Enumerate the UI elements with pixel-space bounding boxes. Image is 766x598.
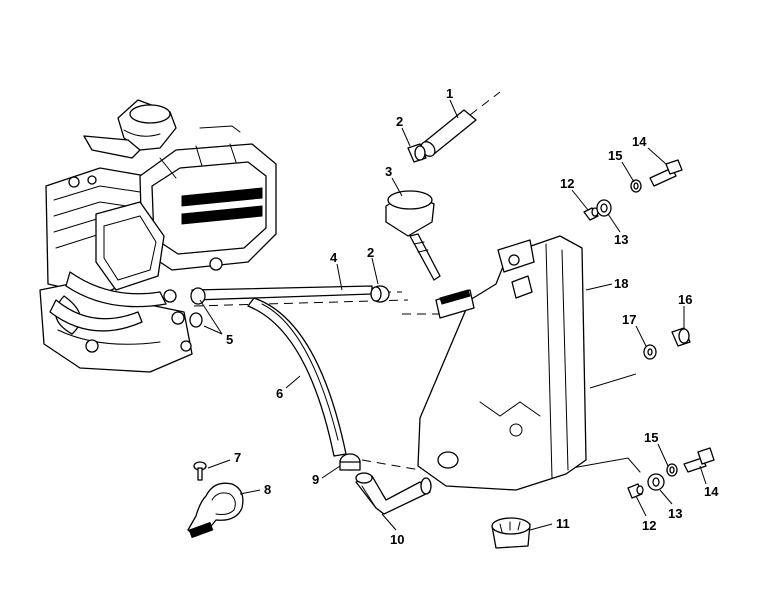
callout-labels: 1 2 2 3 4 5 6 7 8 9 10 11 12 12 13 13 14…: [226, 86, 719, 547]
elbow-fitting-part-10: [355, 472, 432, 515]
callout-18: 18: [614, 276, 628, 291]
callout-7: 7: [234, 450, 241, 465]
callout-5: 5: [226, 332, 233, 347]
grommet-part-13a: [596, 199, 612, 217]
oil-tank-part-18: [417, 235, 587, 491]
callout-16: 16: [678, 292, 692, 307]
callout-9: 9: [312, 472, 319, 487]
callout-17: 17: [622, 312, 636, 327]
grommet-part-13b: [647, 473, 665, 491]
callout-13a: 13: [614, 232, 628, 247]
clamp-part-2a: [407, 143, 427, 163]
callout-14b: 14: [704, 484, 719, 499]
bolt-part-14b: [683, 447, 715, 473]
leader-lines: [199, 99, 707, 531]
screw-part-7: [193, 461, 207, 481]
callout-15b: 15: [644, 430, 658, 445]
clamp-part-9: [339, 453, 361, 471]
callout-13b: 13: [668, 506, 682, 521]
callout-2a: 2: [396, 114, 403, 129]
tube-part-1: [420, 91, 501, 157]
washer-part-15a: [630, 179, 642, 193]
callout-3: 3: [385, 164, 392, 179]
callout-14a: 14: [632, 134, 647, 149]
dowel-part-12b: [627, 483, 644, 499]
dipstick-cap-part-3: [385, 190, 441, 281]
callout-4: 4: [330, 250, 338, 265]
callout-12b: 12: [642, 518, 656, 533]
callout-11: 11: [556, 516, 570, 531]
washer-part-17: [643, 344, 657, 360]
callout-15a: 15: [608, 148, 622, 163]
callout-12a: 12: [560, 176, 574, 191]
callout-6: 6: [276, 386, 283, 401]
clamps-part-5: [189, 287, 206, 328]
washer-part-15b: [666, 463, 678, 477]
dowel-part-12a: [583, 207, 599, 221]
engine-assembly: [39, 99, 277, 373]
cap-part-11: [491, 517, 531, 549]
bolt-part-14a: [649, 159, 683, 187]
callout-10: 10: [390, 532, 404, 547]
callout-2b: 2: [367, 245, 374, 260]
bracket-part-8: [187, 482, 244, 539]
clamp-part-2b: [370, 285, 390, 303]
fitting-part-16: [671, 327, 691, 347]
callout-1: 1: [446, 86, 453, 101]
callout-8: 8: [264, 482, 271, 497]
